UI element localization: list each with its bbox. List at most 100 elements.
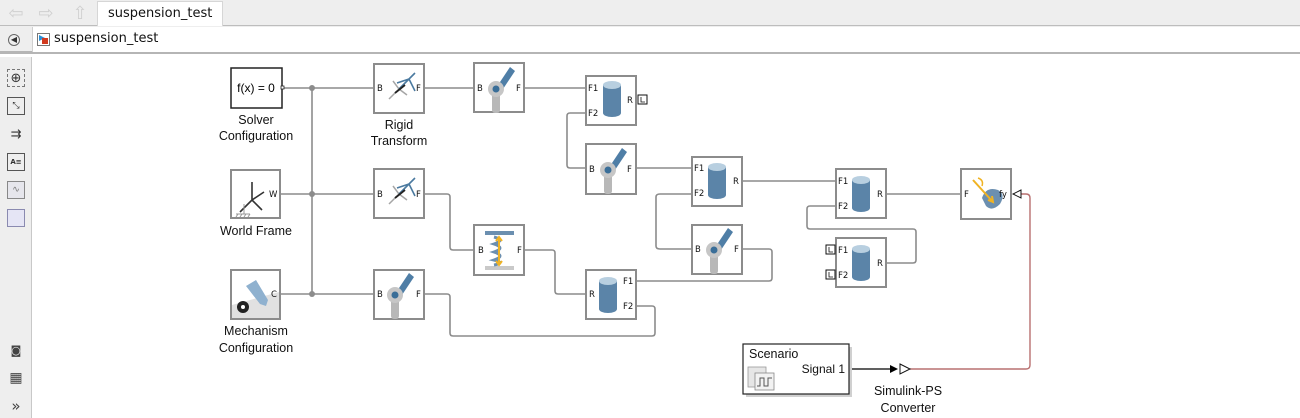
model-canvas[interactable]: f(x) = 0 Solver Configuration W World Fr… [33, 57, 1300, 418]
breadcrumb-model-name: suspension_test [54, 31, 159, 46]
block-label: Simulink-PS [874, 384, 942, 398]
more-icon[interactable]: » [11, 397, 21, 415]
terminator-icon [825, 244, 836, 255]
block-label: Converter [881, 401, 936, 415]
converter-icon [899, 363, 912, 375]
port-label: F2 [838, 271, 848, 281]
terminator-icon [825, 269, 836, 280]
tab-model[interactable]: suspension_test [97, 1, 224, 26]
wire-cyl2-revlow[interactable] [655, 193, 692, 250]
area-icon[interactable] [7, 209, 25, 227]
cylinder-icon [599, 277, 617, 313]
breadcrumb[interactable]: suspension_test [32, 27, 1300, 52]
block-cylindrical-solid-lower[interactable]: R F1 F2 [585, 269, 637, 320]
port-label: F1 [694, 164, 704, 174]
port-label: F2 [588, 109, 598, 119]
block-label: Configuration [219, 341, 293, 355]
port-label: B [377, 190, 383, 200]
image-icon[interactable]: ∿ [7, 181, 25, 199]
port-label: C [271, 290, 277, 300]
port-label: F [964, 190, 969, 200]
block-label: World Frame [220, 224, 292, 238]
arrow-up-icon: ⇧ [72, 2, 88, 24]
arrow-right-icon: ⇨ [38, 2, 54, 24]
block-revolute-joint-bottom[interactable]: B F [373, 269, 425, 320]
screenshot-icon[interactable]: ◙ [10, 343, 22, 357]
wire-revlow-cyllower[interactable] [637, 248, 773, 282]
port-label: F [734, 245, 739, 255]
port-label: W [269, 190, 278, 200]
wire-spring-cyllower[interactable] [525, 249, 586, 295]
property-inspector-icon[interactable]: ▦ [9, 370, 23, 386]
cylinder-icon [708, 163, 726, 199]
cylinder-icon [852, 245, 870, 281]
collapse-browser-icon[interactable]: ◀ [8, 34, 20, 46]
wire-rigid2-spring[interactable] [425, 193, 474, 251]
port-label: F [627, 165, 632, 175]
block-revolute-joint-lower[interactable]: B F [691, 224, 743, 275]
ps-input-port [1011, 189, 1022, 199]
annotation-icon[interactable]: A≡ [7, 153, 25, 171]
forward-button[interactable]: ⇨ [34, 2, 58, 24]
port-label: R [627, 96, 633, 106]
wire-revbot-cyllower[interactable] [425, 293, 656, 337]
block-rigid-transform-2[interactable]: B F [373, 168, 425, 219]
simulink-model-icon [37, 33, 50, 46]
block-label: Solver [238, 113, 273, 127]
block-world-frame[interactable]: W World Frame [220, 169, 292, 238]
block-simulink-ps-converter[interactable]: Simulink-PS Converter [874, 363, 942, 415]
port-label: R [877, 190, 883, 200]
route-lines-icon[interactable]: ⇉ [10, 126, 22, 142]
block-label: Mechanism [224, 324, 288, 338]
port-label: F [416, 84, 421, 94]
junction-dot [309, 191, 315, 197]
block-spring-damper[interactable]: B F [473, 224, 525, 276]
block-mechanism-configuration[interactable]: C Mechanism Configuration [219, 269, 293, 355]
robot-arm-icon [246, 280, 268, 306]
block-rigid-transform[interactable]: B F Rigid Transform [371, 63, 428, 148]
external-force-icon [972, 177, 1003, 209]
address-bar: ◀ suspension_test [0, 26, 1300, 54]
port-label: R [589, 290, 595, 300]
port-label: F1 [588, 84, 598, 94]
port-label: F2 [623, 302, 633, 312]
solver-text: f(x) = 0 [237, 81, 275, 95]
port-label: F2 [838, 202, 848, 212]
palette-sidebar: ⊕ ⤡ ⇉ A≡ ∿ ◙ ▦ » [0, 57, 32, 418]
block-external-force[interactable]: F fy [960, 168, 1022, 220]
port-label: B [477, 84, 483, 94]
up-button[interactable]: ⇧ [68, 2, 92, 24]
port-label: R [877, 259, 883, 269]
junction-dot [309, 291, 315, 297]
block-label: Rigid [385, 118, 414, 132]
block-revolute-joint-mid[interactable]: B F [585, 143, 637, 195]
wire-cyl1-revmid[interactable] [566, 112, 586, 169]
port-label: B [589, 165, 595, 175]
scenario-title: Scenario [749, 347, 798, 361]
fit-to-view-icon[interactable]: ⤡ [7, 97, 25, 115]
terminator-icon [637, 94, 648, 105]
zoom-icon[interactable]: ⊕ [7, 69, 25, 87]
port-label: F [416, 190, 421, 200]
block-solver-configuration[interactable]: f(x) = 0 Solver Configuration [219, 67, 293, 143]
port-label: Signal 1 [802, 362, 846, 376]
port-label: F1 [838, 177, 848, 187]
port-label: B [377, 290, 383, 300]
block-cylindrical-solid-2[interactable]: F1 F2 R [691, 156, 743, 207]
port-label: B [478, 246, 484, 256]
physical-signal-line[interactable] [910, 193, 1031, 370]
block-cylindrical-solid-3[interactable]: F1 F2 R [835, 168, 887, 219]
block-revolute-joint-top[interactable]: B F [473, 62, 525, 113]
back-button[interactable]: ⇦ [4, 3, 28, 24]
port-label: fy [999, 190, 1007, 200]
cylinder-icon [603, 81, 621, 117]
port-label: F [416, 290, 421, 300]
port-label: B [695, 245, 701, 255]
block-cylindrical-solid-1[interactable]: F1 F2 R [585, 75, 648, 126]
block-cylindrical-solid-4[interactable]: F1 F2 R [825, 237, 887, 288]
port-label: B [377, 84, 383, 94]
block-signal-editor-scenario[interactable]: Scenario Signal 1 [742, 343, 852, 397]
block-label: Configuration [219, 129, 293, 143]
block-label: Transform [371, 134, 428, 148]
wire-cyl3-cyl4[interactable] [806, 205, 917, 264]
